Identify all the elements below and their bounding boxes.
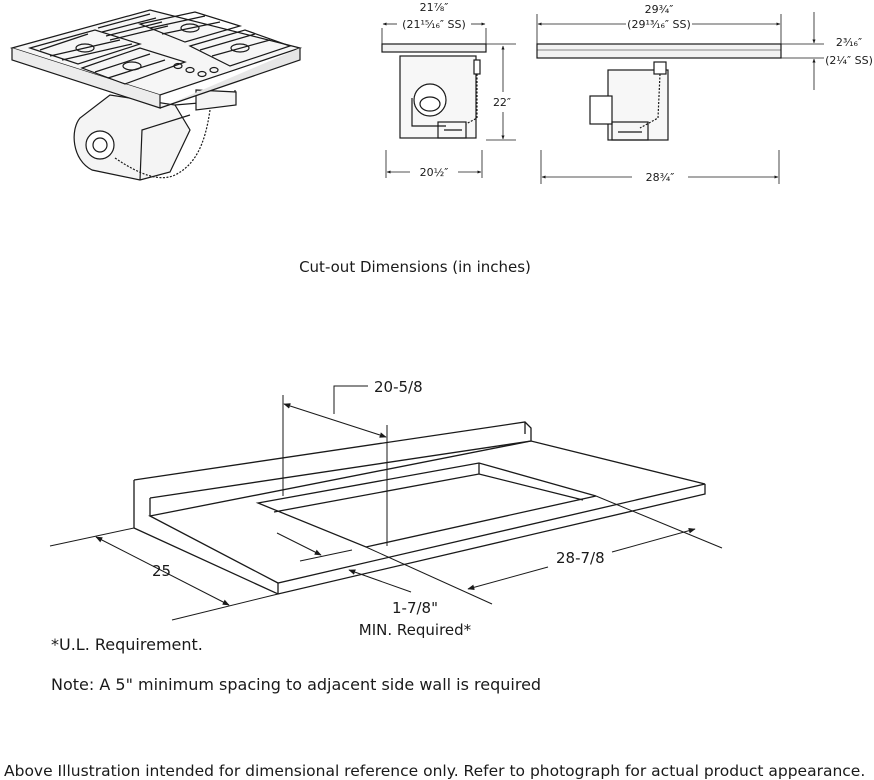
- front-width-top: 29¾″: [645, 3, 674, 16]
- footer-disclaimer: Above Illustration intended for dimensio…: [4, 762, 865, 780]
- caption: Cut-out Dimensions (in inches): [299, 258, 531, 276]
- dim-min-label-line1: 1-7/8": [392, 599, 438, 617]
- side-height: 22″: [493, 96, 511, 109]
- front-depth-ss: (2¼″ SS): [825, 54, 873, 67]
- dim-width-label: 20-5/8: [374, 378, 423, 396]
- ul-requirement-note: *U.L. Requirement.: [51, 635, 203, 654]
- front-width-bottom: 28¾″: [646, 171, 675, 184]
- side-width-top-ss: (21¹⁵⁄₁₆″ SS): [402, 18, 466, 31]
- side-wall-note: Note: A 5" minimum spacing to adjacent s…: [51, 675, 541, 694]
- side-width-bottom: 20½″: [420, 166, 449, 179]
- front-view: [536, 12, 824, 184]
- dim-depth-label: 25: [152, 562, 171, 580]
- cooktop-illustration: [9, 9, 303, 181]
- front-width-top-ss: (29¹³⁄₁₆″ SS): [627, 18, 691, 31]
- front-depth: 2³⁄₁₆″: [836, 36, 862, 49]
- dim-min-label-line2: MIN. Required*: [359, 621, 472, 639]
- countertop-drawing: [133, 421, 706, 595]
- dim-length-label: 28-7/8: [556, 549, 605, 567]
- side-width-top: 21⅞″: [420, 1, 449, 14]
- cutout-dimension-lines: [49, 385, 723, 621]
- side-view: [381, 22, 516, 178]
